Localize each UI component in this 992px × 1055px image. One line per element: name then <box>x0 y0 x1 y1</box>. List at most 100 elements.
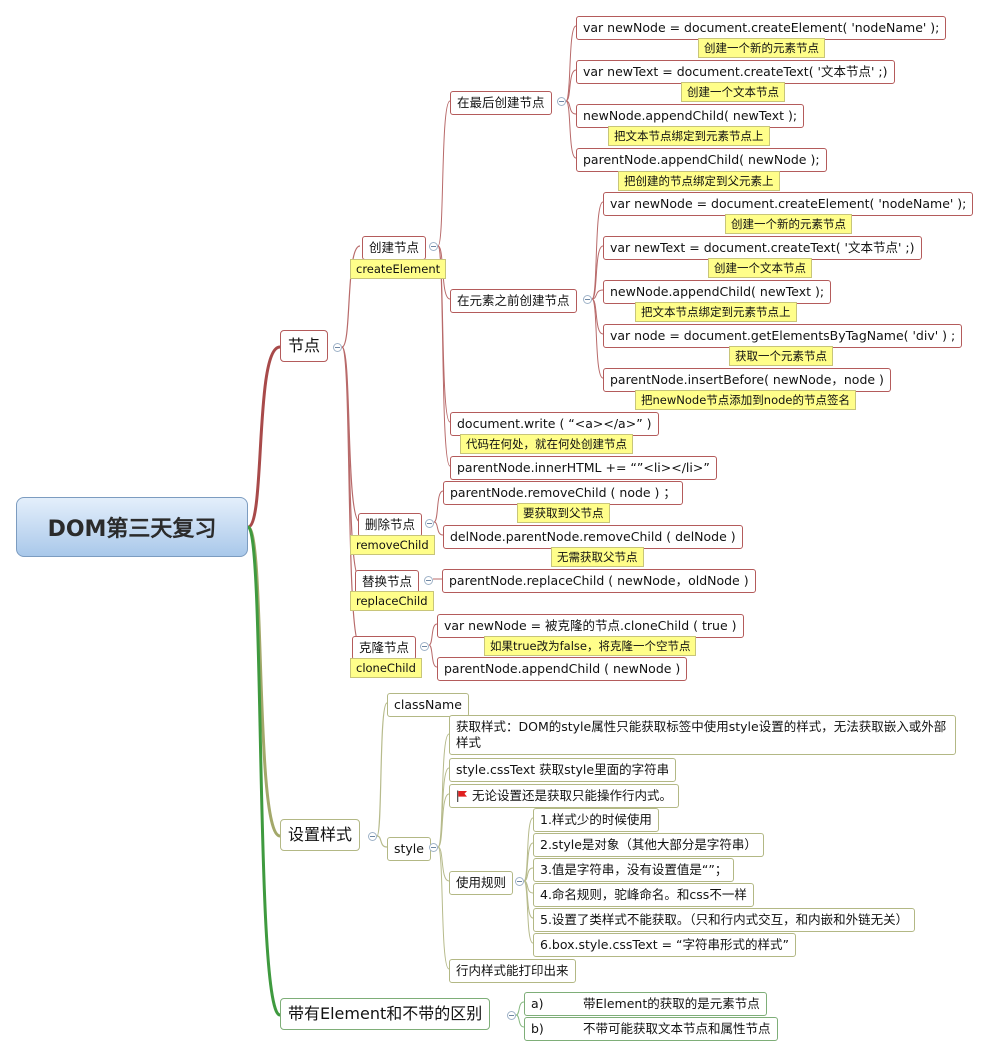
branch-line <box>437 846 450 970</box>
note: 把newNode节点添加到node的节点签名 <box>635 390 856 410</box>
branch-line <box>515 1001 525 1016</box>
note: 无需获取父节点 <box>551 547 644 567</box>
code-line[interactable]: var node = document.getElementsByTagName… <box>603 324 963 348</box>
branch-line <box>437 100 451 247</box>
topic-create-before[interactable]: 在元素之前创建节点 <box>450 289 577 313</box>
code-line[interactable]: document.write ( “<a></a>” ) <box>450 412 659 436</box>
branch-line <box>437 793 450 848</box>
branch-line <box>341 346 361 646</box>
code-line[interactable]: parentNode.appendChild ( newNode ) <box>437 657 688 681</box>
red-flag-icon <box>457 790 467 802</box>
branch-line <box>565 100 577 159</box>
collapse-toggle-icon[interactable] <box>557 97 566 106</box>
branch-line <box>376 702 388 837</box>
topic-set-style[interactable]: 设置样式 <box>280 819 361 851</box>
code-line[interactable]: parentNode.insertBefore( newNode，node ) <box>603 368 891 392</box>
code-line[interactable]: var newNode = document.createElement( 'n… <box>603 192 974 216</box>
collapse-toggle-icon[interactable] <box>368 832 377 841</box>
collapse-toggle-icon[interactable] <box>583 295 592 304</box>
code-line[interactable]: delNode.parentNode.removeChild ( delNode… <box>443 525 743 549</box>
collapse-toggle-icon[interactable] <box>420 642 429 651</box>
branch-line <box>523 880 534 944</box>
note: 把文本节点绑定到元素节点上 <box>608 126 770 146</box>
note: 创建一个新的元素节点 <box>698 38 825 58</box>
code-line[interactable]: var newNode = 被克隆的节点.cloneChild ( true ) <box>437 614 744 638</box>
style-csstext[interactable]: style.cssText 获取style里面的字符串 <box>449 758 677 782</box>
style-get-note[interactable]: 获取样式：DOM的style属性只能获取标签中使用style设置的样式，无法获取… <box>449 715 956 755</box>
branch-line <box>433 490 444 523</box>
root-topic[interactable]: DOM第三天复习 <box>16 497 248 557</box>
collapse-toggle-icon[interactable] <box>429 843 438 852</box>
style-print[interactable]: 行内样式能打印出来 <box>449 959 576 983</box>
collapse-toggle-icon[interactable] <box>515 877 524 886</box>
note: 把文本节点绑定到元素节点上 <box>635 302 797 322</box>
branch-line <box>437 245 451 467</box>
collapse-toggle-icon[interactable] <box>333 343 342 352</box>
topic-clone-node[interactable]: 克隆节点 <box>352 636 417 660</box>
branch-line <box>341 346 361 523</box>
branch-line-element <box>246 525 282 1017</box>
code-line[interactable]: var newNode = document.createElement( 'n… <box>576 16 947 40</box>
branch-line <box>565 69 577 102</box>
topic-remove-node[interactable]: 删除节点 <box>358 513 423 537</box>
note-create-element: createElement <box>350 259 447 279</box>
topic-create-at-end[interactable]: 在最后创建节点 <box>450 91 552 115</box>
rule-item[interactable]: 1.样式少的时候使用 <box>533 808 659 832</box>
collapse-toggle-icon[interactable] <box>424 576 433 585</box>
branch-line <box>376 835 388 848</box>
collapse-toggle-icon[interactable] <box>425 519 434 528</box>
difference-item-a[interactable]: a)带Element的获取的是元素节点 <box>524 992 767 1016</box>
note: 创建一个文本节点 <box>681 82 785 102</box>
branch-line <box>523 880 534 919</box>
code-line[interactable]: var newText = document.createText( '文本节点… <box>603 236 922 260</box>
note: 要获取到父节点 <box>517 503 610 523</box>
branch-line <box>523 842 534 882</box>
note: 创建一个文本节点 <box>708 258 812 278</box>
topic-element-difference[interactable]: 带有Element和不带的区别 <box>280 998 491 1030</box>
branch-line <box>515 1014 525 1028</box>
rule-item[interactable]: 6.box.style.cssText = “字符串形式的样式” <box>533 933 796 957</box>
code-line[interactable]: parentNode.appendChild( newNode ); <box>576 148 827 172</box>
branch-line <box>428 644 438 668</box>
topic-usage-rules[interactable]: 使用规则 <box>449 871 514 895</box>
code-line[interactable]: var newText = document.createText( '文本节点… <box>576 60 895 84</box>
code-line[interactable]: newNode.appendChild( newText ); <box>603 280 832 304</box>
code-line[interactable]: parentNode.replaceChild ( newNode，oldNod… <box>442 569 756 593</box>
rule-item[interactable]: 2.style是对象（其他大部分是字符串） <box>533 833 764 857</box>
rule-item[interactable]: 5.设置了类样式不能获取。（只和行内式交互，和内嵌和外链无关） <box>533 908 916 932</box>
rule-item[interactable]: 3.值是字符串，没有设置值是“”； <box>533 858 735 882</box>
topic-classname[interactable]: className <box>387 693 469 717</box>
topic-replace-node[interactable]: 替换节点 <box>355 570 420 594</box>
note-clone-child: cloneChild <box>350 658 422 678</box>
topic-style[interactable]: style <box>387 837 431 861</box>
style-inline-only[interactable]: 无论设置还是获取只能操作行内式。 <box>449 784 680 808</box>
note: 获取一个元素节点 <box>729 346 833 366</box>
collapse-toggle-icon[interactable] <box>429 242 438 251</box>
branch-line <box>523 867 534 882</box>
collapse-toggle-icon[interactable] <box>507 1011 516 1020</box>
branch-line-jiedian <box>247 345 281 529</box>
branch-line <box>591 289 604 300</box>
root-title: DOM第三天复习 <box>47 517 217 542</box>
topic-create-node[interactable]: 创建节点 <box>362 236 427 260</box>
branch-line <box>341 245 361 348</box>
code-line[interactable]: newNode.appendChild( newText ); <box>576 104 805 128</box>
note: 把创建的节点绑定到父元素上 <box>618 171 780 191</box>
branch-line <box>591 245 604 300</box>
branch-line <box>565 25 577 102</box>
branch-line <box>591 201 604 300</box>
code-line[interactable]: parentNode.innerHTML += “”<li></li>” <box>450 456 717 480</box>
difference-item-b[interactable]: b)不带可能获取文本节点和属性节点 <box>524 1017 778 1041</box>
note-replace-child: replaceChild <box>350 591 434 611</box>
branch-line <box>428 623 438 646</box>
topic-jiedian[interactable]: 节点 <box>280 330 329 362</box>
note: 创建一个新的元素节点 <box>725 214 852 234</box>
branch-line-style <box>246 525 281 838</box>
note: 代码在何处，就在何处创建节点 <box>460 434 633 454</box>
branch-line <box>591 298 604 379</box>
rule-item[interactable]: 4.命名规则，驼峰命名。和css不一样 <box>533 883 754 907</box>
branch-line <box>433 521 444 536</box>
code-line[interactable]: parentNode.removeChild ( node ) ； <box>443 481 683 505</box>
